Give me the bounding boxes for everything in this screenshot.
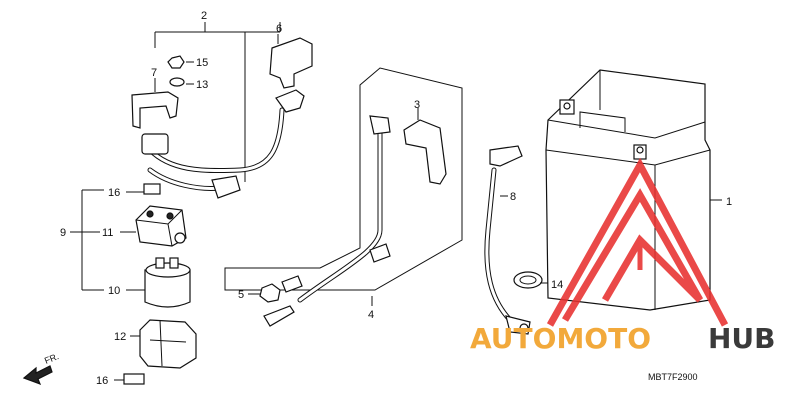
callout-bracket-2 bbox=[154, 22, 281, 182]
label-5: 5 bbox=[238, 289, 244, 301]
terminal-cover-3[interactable] bbox=[403, 108, 447, 185]
callout-bracket-9 bbox=[70, 189, 145, 291]
band-14[interactable] bbox=[513, 271, 548, 289]
rubber-cover-12[interactable] bbox=[130, 319, 197, 369]
label-1: 1 bbox=[726, 196, 732, 208]
label-2: 2 bbox=[201, 10, 207, 22]
label-16-lower: 16 bbox=[96, 375, 108, 387]
label-16-upper: 16 bbox=[108, 187, 120, 199]
battery-cable-4[interactable] bbox=[263, 115, 391, 327]
wire-harness-2[interactable] bbox=[141, 89, 305, 199]
drawing-code: MBT7F2900 bbox=[648, 372, 698, 382]
nut-15[interactable] bbox=[167, 55, 194, 69]
label-9: 9 bbox=[60, 227, 66, 239]
bolt-5[interactable] bbox=[248, 275, 303, 303]
label-3: 3 bbox=[414, 99, 420, 111]
watermark-text-automoto: AUTOMOTO bbox=[470, 322, 651, 355]
battery-cable-8[interactable] bbox=[484, 145, 531, 335]
front-label: FR. bbox=[43, 351, 60, 366]
label-15: 15 bbox=[196, 57, 208, 69]
fuse-16-upper[interactable] bbox=[126, 183, 161, 195]
label-13: 13 bbox=[196, 79, 208, 91]
label-8: 8 bbox=[510, 191, 516, 203]
starter-relay-11[interactable] bbox=[135, 205, 187, 247]
callout-bracket-4 bbox=[224, 67, 463, 291]
terminal-cover-6[interactable] bbox=[269, 34, 313, 89]
label-10: 10 bbox=[108, 285, 120, 297]
label-11: 11 bbox=[102, 227, 113, 239]
label-14: 14 bbox=[551, 279, 563, 291]
warning-triangle-logo bbox=[546, 157, 729, 327]
solenoid-10[interactable] bbox=[144, 257, 191, 308]
terminal-cover-7[interactable] bbox=[131, 78, 179, 129]
label-7: 7 bbox=[151, 67, 157, 79]
watermark-text-hub: HUB bbox=[708, 322, 776, 355]
label-12: 12 bbox=[114, 331, 126, 343]
label-6: 6 bbox=[276, 23, 282, 35]
washer-13[interactable] bbox=[169, 77, 194, 87]
label-4: 4 bbox=[368, 309, 374, 321]
front-direction-arrow bbox=[22, 365, 53, 386]
fuse-16-lower[interactable] bbox=[114, 373, 145, 385]
